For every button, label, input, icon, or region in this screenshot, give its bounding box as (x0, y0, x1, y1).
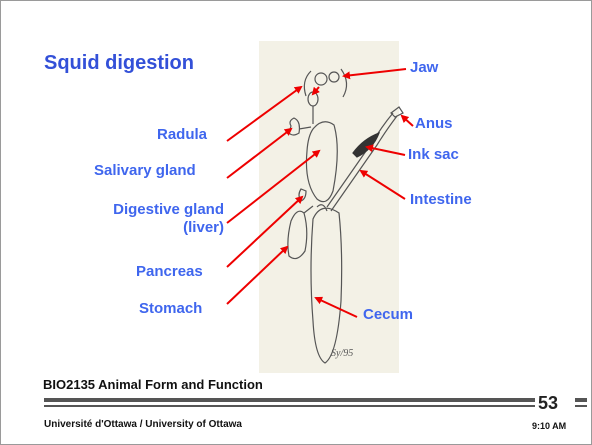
label-cecum: Cecum (363, 306, 413, 324)
course-title: BIO2135 Animal Form and Function (43, 377, 263, 392)
jaw-left-drawing (304, 71, 311, 96)
label-stomach: Stomach (139, 300, 202, 318)
pancreas-arrow (227, 197, 302, 267)
slide-time: 9:10 AM (532, 421, 566, 431)
ink-sac-drawing (353, 133, 379, 157)
label-jaw: Jaw (410, 59, 438, 77)
label-pancreas: Pancreas (136, 263, 203, 281)
intestine-arrow (361, 171, 405, 199)
page-number: 53 (538, 393, 558, 414)
label-salivary-gland: Salivary gland (94, 162, 196, 180)
jaw-arrow (344, 69, 406, 76)
jaw-right-drawing (341, 69, 347, 97)
footer-rule-thin (44, 405, 587, 407)
digestive-gland-drawing (306, 122, 337, 202)
cecum-arrow (316, 298, 357, 317)
university-name: Université d'Ottawa / University of Otta… (44, 419, 242, 430)
label-anus: Anus (415, 115, 453, 133)
footer-rule-thick (44, 398, 587, 402)
label-radula: Radula (157, 126, 207, 144)
label-digestive-gland: Digestive gland (liver) (81, 201, 224, 237)
cecum-drawing (311, 208, 342, 363)
illustration-signature: Sy/95 (331, 348, 353, 359)
anus-drawing (391, 107, 403, 117)
label-digestive-gland-line1: Digestive gland (81, 201, 224, 219)
label-intestine: Intestine (410, 191, 472, 209)
anus-arrow (402, 116, 413, 126)
stomach-arrow (227, 247, 287, 304)
label-ink-sac: Ink sac (408, 146, 459, 164)
stomach-drawing (288, 211, 307, 258)
label-arrows (227, 69, 413, 317)
salivary-gland-drawing (289, 118, 299, 135)
label-digestive-gland-line2: (liver) (81, 219, 224, 237)
jaw-beak-drawing (315, 73, 327, 85)
salivary-gland-arrow (227, 129, 291, 178)
radula-arrow (227, 87, 301, 141)
